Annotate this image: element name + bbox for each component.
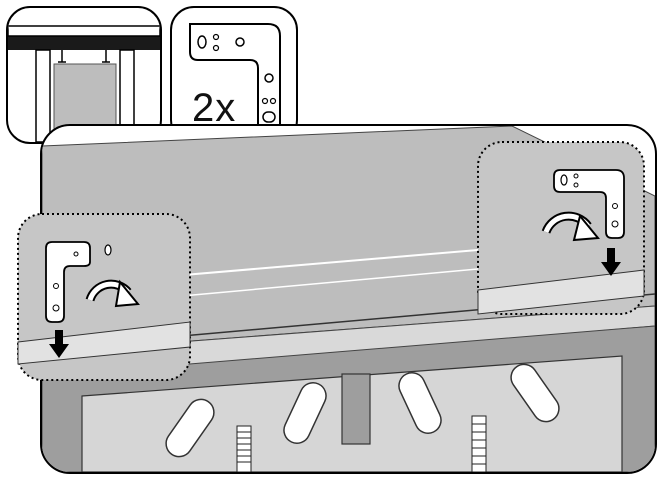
front-edge bbox=[42, 305, 655, 377]
cabinet-diagram-panel bbox=[6, 6, 162, 144]
bracket-piece-left bbox=[45, 241, 91, 323]
right-callout bbox=[477, 141, 645, 315]
side-panel-left bbox=[35, 49, 51, 142]
quantity-label: 2x bbox=[192, 86, 237, 130]
bracket-quantity-panel: 2x bbox=[170, 6, 298, 144]
bracket-piece-right bbox=[553, 169, 625, 239]
left-callout bbox=[17, 213, 191, 381]
cabinet-diagram bbox=[8, 25, 160, 142]
slot-1 bbox=[165, 398, 215, 458]
strap-left bbox=[236, 425, 252, 472]
slot-2 bbox=[283, 382, 327, 444]
strap-right bbox=[471, 415, 487, 472]
arrow-down-icon bbox=[601, 262, 621, 276]
side-panel-right bbox=[119, 49, 135, 142]
countertop bbox=[8, 36, 160, 50]
countertop-top bbox=[8, 25, 160, 37]
slot-3 bbox=[398, 372, 442, 434]
slot-4 bbox=[510, 363, 560, 423]
bracket-icon bbox=[189, 23, 281, 133]
arrow-down-icon bbox=[49, 344, 69, 358]
center-bracket bbox=[341, 373, 371, 445]
